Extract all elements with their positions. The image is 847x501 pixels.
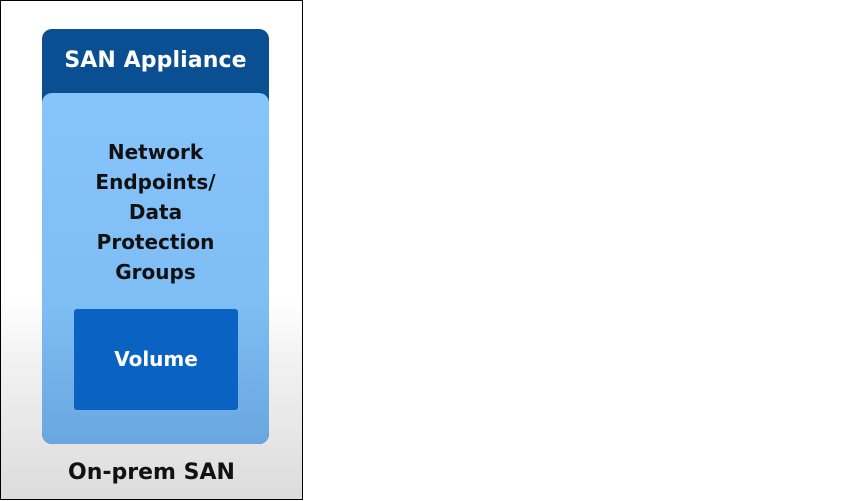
endpoints-line: Network <box>107 140 204 164</box>
network-endpoints-label: Network Endpoints/ Data Protection Group… <box>42 137 269 287</box>
san-appliance-title: SAN Appliance <box>64 48 247 73</box>
volume-label: Volume <box>114 347 198 371</box>
endpoints-line: Endpoints/ <box>95 170 216 194</box>
endpoints-line: Data <box>128 200 183 224</box>
on-prem-san-panel: SAN Appliance Network Endpoints/ Data Pr… <box>0 0 303 500</box>
endpoints-line: Protection <box>96 230 215 254</box>
endpoints-line: Groups <box>115 260 196 284</box>
network-endpoints-box: Network Endpoints/ Data Protection Group… <box>42 93 269 444</box>
san-appliance-box: SAN Appliance Network Endpoints/ Data Pr… <box>42 29 269 444</box>
on-prem-san-caption: On-prem SAN <box>68 460 235 485</box>
volume-box: Volume <box>74 309 238 410</box>
